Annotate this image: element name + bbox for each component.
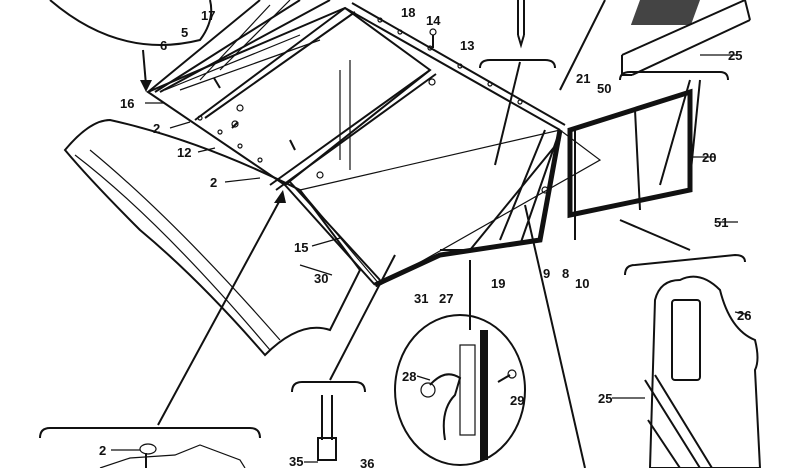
leader-arrow xyxy=(157,199,281,426)
callout-8: 8 xyxy=(562,266,569,281)
bolt-14 xyxy=(429,28,437,48)
skin-panel-30 xyxy=(63,118,362,357)
callout-30: 30 xyxy=(314,271,328,286)
side-panel-26 xyxy=(644,275,762,468)
leader-arrow xyxy=(524,204,586,468)
latch-handle xyxy=(429,373,462,441)
callout-15: 15 xyxy=(294,240,308,255)
callout-19: 19 xyxy=(491,276,505,291)
arrow-head xyxy=(140,80,152,92)
leader-arrow xyxy=(329,254,396,381)
callout-9: 9 xyxy=(543,266,550,281)
rivet-holes xyxy=(197,17,549,194)
detail-bracket xyxy=(624,253,746,276)
callout-25: 25 xyxy=(598,391,612,406)
callout-17: 17 xyxy=(201,8,215,23)
side-frame-21 xyxy=(373,88,693,288)
callout-10: 10 xyxy=(575,276,589,291)
callout-12: 12 xyxy=(177,145,191,160)
leader-arrow xyxy=(559,0,606,91)
callout-13: 13 xyxy=(460,38,474,53)
channel-25 xyxy=(621,0,751,76)
callout-31: 31 xyxy=(414,291,428,306)
callout-35: 35 xyxy=(289,454,303,468)
leader-line xyxy=(689,79,701,181)
callout-6: 6 xyxy=(160,38,167,53)
callout-26: 26 xyxy=(737,308,751,323)
detail-circle-top-left xyxy=(49,0,213,46)
callout-27: 27 xyxy=(439,291,453,306)
latch-detail-circle xyxy=(394,314,526,466)
detail-bracket xyxy=(479,59,556,69)
bolt xyxy=(213,77,296,151)
detail-bracket xyxy=(619,71,729,81)
strap-33 xyxy=(517,0,525,49)
callout-5: 5 xyxy=(181,25,188,40)
callout-leaders xyxy=(111,54,751,463)
strap-detail xyxy=(317,395,337,461)
leader-arrow xyxy=(619,219,691,251)
floor-panel-frame xyxy=(145,2,602,286)
callout-2: 2 xyxy=(99,443,106,458)
callout-29: 29 xyxy=(510,393,524,408)
front-frame-truss xyxy=(147,0,331,93)
bolt-12 xyxy=(231,120,239,129)
callout-50: 50 xyxy=(597,81,611,96)
callout-labels: 6 5 17 18 14 13 16 2 12 2 21 50 25 20 51… xyxy=(99,5,751,468)
arrow-head xyxy=(274,190,286,203)
callout-16: 16 xyxy=(120,96,134,111)
detail-bracket xyxy=(39,427,261,439)
pointer-arrow xyxy=(142,49,147,86)
callout-2: 2 xyxy=(153,121,160,136)
leader-arrow xyxy=(494,61,521,166)
detail-bracket xyxy=(291,381,366,393)
callout-21: 21 xyxy=(576,71,590,86)
leader-arrow xyxy=(659,79,691,186)
callout-18: 18 xyxy=(401,5,415,20)
callout-2: 2 xyxy=(210,175,217,190)
rivet-detail xyxy=(99,443,246,468)
callout-36: 36 xyxy=(360,456,374,468)
callout-28: 28 xyxy=(402,369,416,384)
callout-14: 14 xyxy=(426,13,441,28)
